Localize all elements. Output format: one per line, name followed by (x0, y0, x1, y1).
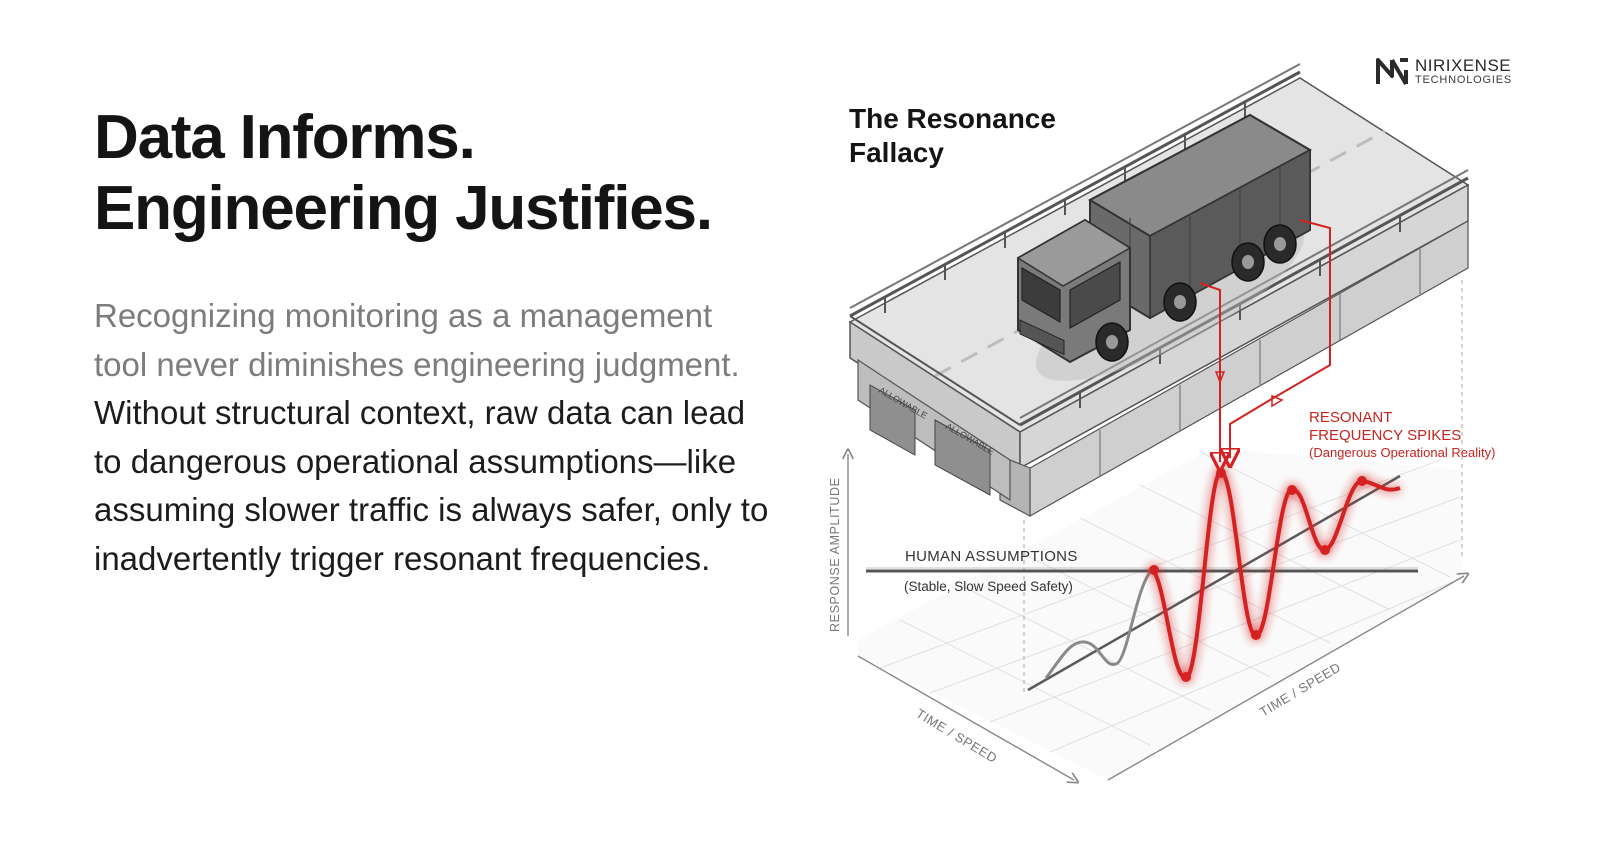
human-assumptions-label: HUMAN ASSUMPTIONS (905, 548, 1078, 565)
resonant-label-subtitle: (Dangerous Operational Reality) (1309, 445, 1495, 460)
gray-response-wave (1044, 568, 1154, 679)
truck-illustration (1016, 113, 1313, 381)
body-muted-text: Recognizing monitoring as a management t… (94, 297, 740, 383)
resonant-label-line-1: RESONANT (1309, 409, 1392, 426)
x-axis-left-line (857, 655, 1074, 780)
resonant-label-line-2: FREQUENCY SPIKES (1309, 427, 1461, 444)
headline-line-2: Engineering Justifies. (94, 174, 713, 243)
body-paragraph: Recognizing monitoring as a management t… (94, 292, 774, 583)
body-main-text: Without structural context, raw data can… (94, 394, 769, 577)
y-axis-label: RESPONSE AMPLITUDE (828, 477, 842, 632)
company-logo: NIRIXENSE TECHNOLOGIES (1376, 56, 1512, 86)
logo-name: NIRIXENSE (1415, 55, 1512, 75)
resonant-wave (1149, 468, 1401, 682)
headline: Data Informs. Engineering Justifies. (94, 102, 713, 244)
headline-line-1: Data Informs. (94, 103, 476, 172)
diagram-title-line-2: Fallacy (849, 137, 944, 168)
x-axis-right-line (1107, 576, 1464, 781)
logo-tagline: TECHNOLOGIES (1415, 73, 1513, 86)
trend-line (1027, 474, 1401, 692)
nirixense-logo-icon (1376, 58, 1408, 86)
load-connector-arrows (1199, 219, 1331, 462)
human-assumptions-subtitle: (Stable, Slow Speed Safety) (904, 579, 1073, 594)
diagram-title-line-1: The Resonance (849, 103, 1056, 134)
